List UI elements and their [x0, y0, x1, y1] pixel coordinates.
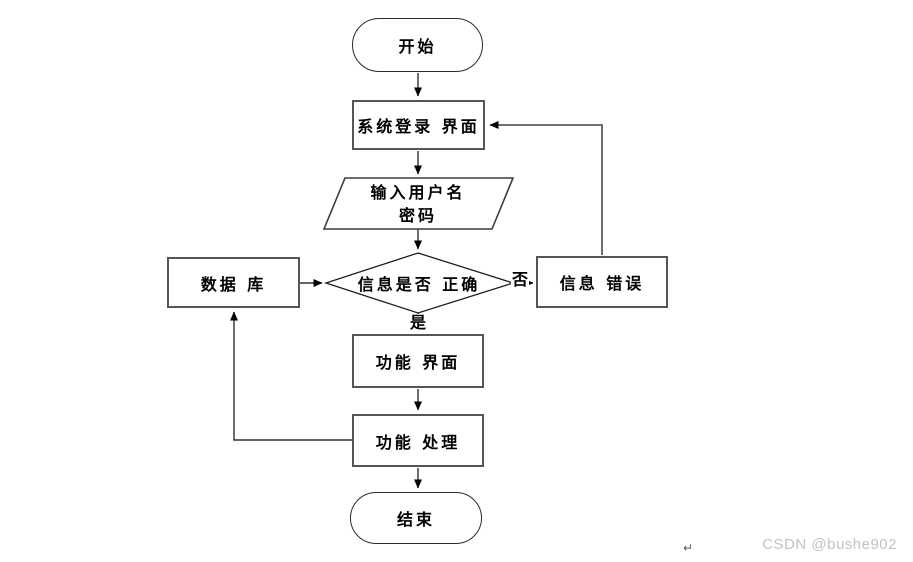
node-login-screen: 系统登录 界面	[352, 100, 485, 150]
io-parallelogram-shape	[322, 177, 515, 230]
connector-error-to-login-feedback	[489, 121, 603, 255]
connector-funcproc-to-database-loop	[230, 311, 352, 441]
csdn-watermark: CSDN @bushe902	[762, 536, 897, 553]
node-info-error: 信息 错误	[536, 256, 668, 308]
edge-label-no: 否	[511, 270, 530, 289]
node-start: 开始	[352, 18, 483, 72]
node-end: 结束	[350, 492, 482, 544]
node-function-interface: 功能 界面	[352, 334, 484, 388]
node-database: 数据 库	[167, 257, 300, 308]
node-function-processing: 功能 处理	[352, 414, 484, 467]
node-input-credentials: 输入用户名 密码	[334, 181, 502, 227]
paragraph-return-mark: ↵	[683, 541, 694, 555]
input-credentials-line2: 密码	[398, 206, 437, 225]
node-decision-info-correct: 信息是否 正确	[357, 275, 481, 294]
input-credentials-line1: 输入用户名	[370, 183, 466, 202]
edge-label-yes: 是	[409, 313, 428, 332]
